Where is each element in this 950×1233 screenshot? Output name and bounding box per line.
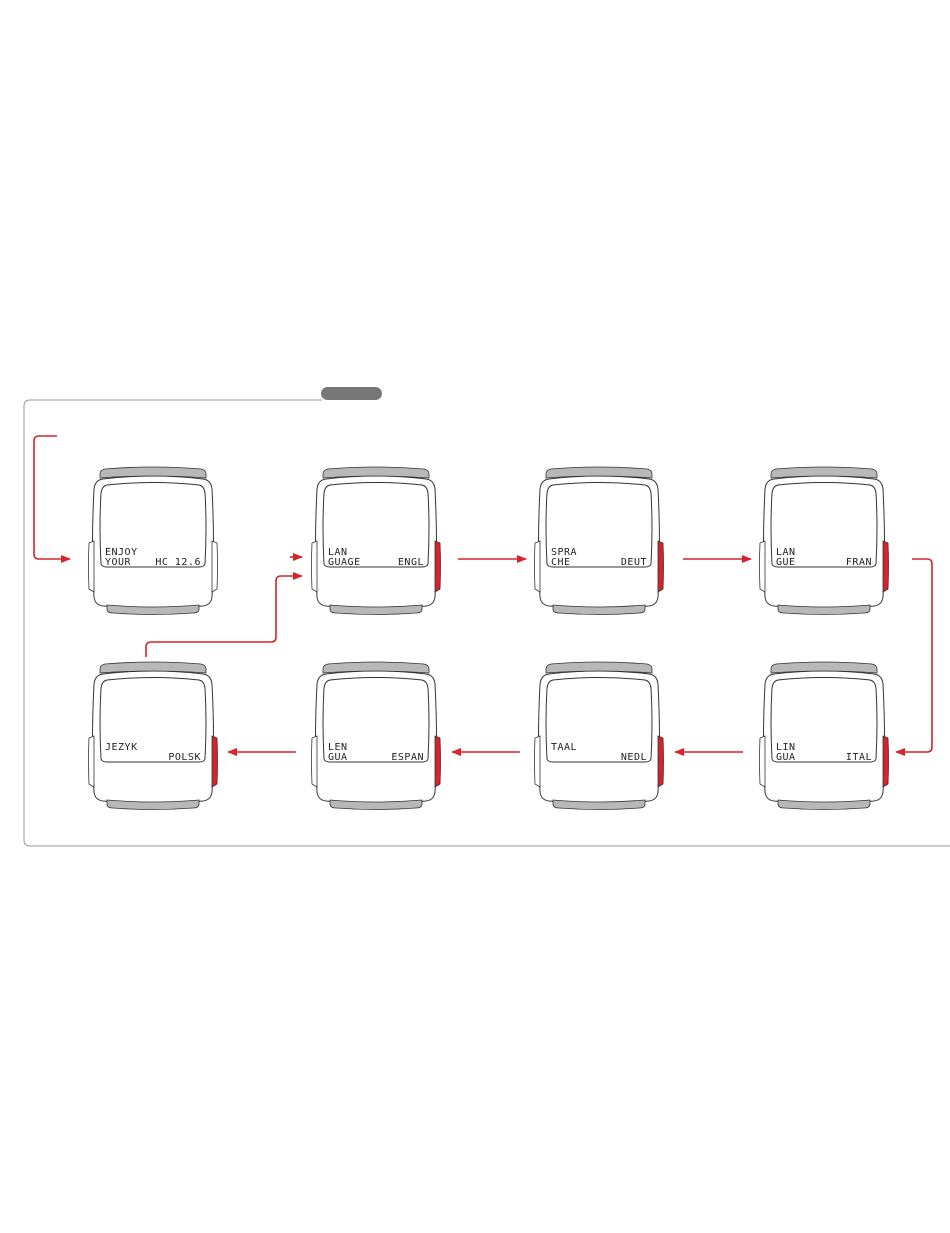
device-top-bar <box>546 467 652 478</box>
device-left-button <box>760 541 766 592</box>
device-right-button <box>435 736 441 787</box>
device-right-button <box>658 736 664 787</box>
device-left-button <box>89 541 95 592</box>
lcd-line2-right: HC 12.6 <box>155 557 201 568</box>
arrow-francais-to-italiano <box>896 559 932 752</box>
lcd-line2-left: GUA <box>328 752 348 763</box>
device-top-bar <box>100 662 206 673</box>
lcd-line2-left: GUE <box>776 557 796 568</box>
lcd-line2-left: CHE <box>551 557 571 568</box>
device-right-button <box>212 736 218 787</box>
lcd-line2-right: ITAL <box>846 752 872 763</box>
lcd-line1: TAAL <box>551 742 577 753</box>
lcd-line2-left: GUA <box>776 752 796 763</box>
device-top-bar <box>323 467 429 478</box>
device-left-button <box>312 736 318 787</box>
device-left-button <box>535 541 541 592</box>
device-left-button <box>89 736 95 787</box>
lcd-line2-right: NEDL <box>621 752 647 763</box>
lcd-line2-left: YOUR <box>105 557 132 568</box>
device-polski: JEZYK POLSK <box>89 662 218 810</box>
lcd-line1: JEZYK <box>105 742 138 753</box>
device-left-button <box>312 541 318 592</box>
device-right-button <box>658 541 664 592</box>
device-right-button <box>212 541 218 592</box>
device-right-button <box>883 736 889 787</box>
lcd-line2-right: DEUT <box>621 557 647 568</box>
device-top-bar <box>771 662 877 673</box>
device-top-bar <box>100 467 206 478</box>
lcd-line2-right: FRAN <box>846 557 872 568</box>
lcd-line2-right: ESPAN <box>391 752 424 763</box>
panel-tab <box>321 387 382 400</box>
device-top-bar <box>546 662 652 673</box>
lcd-line2-right: POLSK <box>168 752 201 763</box>
lcd-line2-left: GUAGE <box>328 557 361 568</box>
device-top-bar <box>771 467 877 478</box>
device-left-button <box>760 736 766 787</box>
device-top-bar <box>323 662 429 673</box>
device-right-button <box>435 541 441 592</box>
device-right-button <box>883 541 889 592</box>
arrow-start-to-enjoy <box>34 436 70 559</box>
device-left-button <box>535 736 541 787</box>
device-nederlands: TAAL NEDL <box>535 662 664 810</box>
lcd-line2-right: ENGL <box>398 557 424 568</box>
